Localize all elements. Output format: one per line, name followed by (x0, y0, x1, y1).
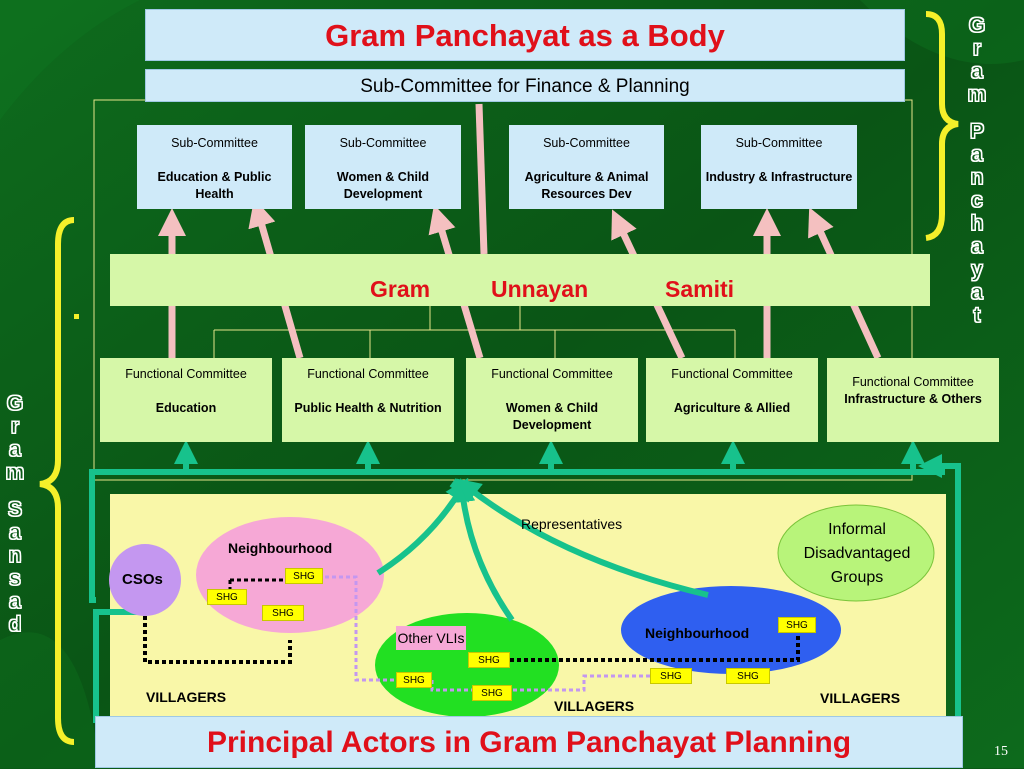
representatives-label: Representatives (521, 516, 623, 532)
functional-committee-women-child: Functional Committee Women & Child Devel… (466, 358, 638, 442)
shg-tag: SHG (650, 668, 692, 684)
footer-title: Principal Actors in Gram Panchayat Plann… (206, 726, 852, 759)
shg-tag: SHG (396, 672, 432, 688)
functional-committee-education: Functional Committee Education (100, 358, 272, 442)
footer-title-bar: Principal Actors in Gram Panchayat Plann… (95, 716, 963, 768)
subcommittee-industry: Sub-Committee Industry & Infrastructure (701, 125, 857, 209)
shg-tag: SHG (472, 685, 512, 701)
shg-tag: SHG (285, 568, 323, 584)
shg-tag: SHG (207, 589, 247, 605)
shg-tag: SHG (262, 605, 304, 621)
shg-tag: SHG (726, 668, 770, 684)
subcommittee-agriculture: Sub-Committee Agriculture & Animal Resou… (509, 125, 664, 209)
other-vlis-label: Other VLIs (396, 626, 466, 650)
subcommittee-women-child: Sub-Committee Women & Child Development (305, 125, 461, 209)
shg-tag: SHG (468, 652, 510, 668)
neighbourhood-label-left: Neighbourhood (228, 540, 333, 556)
shg-tag: SHG (778, 617, 816, 633)
page-title: Gram Panchayat as a Body (325, 18, 725, 53)
samiti-word-unnayan: Unnayan (491, 276, 589, 302)
gram-unnayan-samiti-bar (110, 254, 930, 306)
samiti-word-samiti: Samiti (665, 276, 735, 302)
page-number: 15 (994, 744, 1008, 759)
gram-panchayat-title-bar: Gram Panchayat as a Body (145, 9, 905, 61)
neighbourhood-label-right: Neighbourhood (645, 625, 750, 641)
csos-label: CSOs (122, 571, 163, 588)
villagers-label-left: VILLAGERS (146, 689, 227, 705)
subcommittee-education-health: Sub-Committee Education & Public Health (137, 125, 292, 209)
villagers-label-right: VILLAGERS (820, 690, 901, 706)
functional-committee-agriculture: Functional Committee Agriculture & Allie… (646, 358, 818, 442)
finance-subcommittee-bar: Sub-Committee for Finance & Planning (145, 69, 905, 102)
functional-committee-infrastructure: Functional Committee Infrastructure & Ot… (827, 358, 999, 442)
functional-committee-public-health: Functional Committee Public Health & Nut… (282, 358, 454, 442)
informal-groups-label: Informal Disadvantaged Groups (803, 521, 911, 586)
samiti-word-gram: Gram (370, 276, 431, 302)
finance-subcommittee-label: Sub-Committee for Finance & Planning (360, 76, 690, 97)
villagers-label-center: VILLAGERS (554, 698, 635, 714)
